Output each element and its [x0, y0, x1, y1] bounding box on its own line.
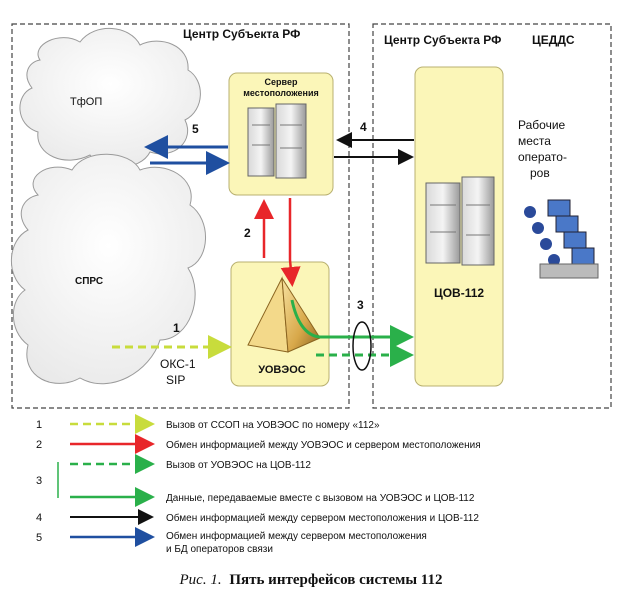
caption-title: Пять интерфейсов системы 112 — [229, 572, 442, 588]
right-region-border — [372, 23, 612, 409]
server-label-line1: Сервер — [265, 77, 298, 87]
legend-2-text: Обмен информацией между УОВЭОС и серверо… — [166, 439, 481, 451]
cloud-sprs — [11, 153, 206, 385]
legend-5-num: 5 — [36, 532, 42, 544]
cloud-tfop-label: ТфОП — [70, 96, 102, 108]
uvoeos-label: УОВЭОС — [258, 364, 305, 376]
caption-prefix: Рис. 1. — [179, 572, 222, 588]
iface3-bundle-ellipse — [352, 321, 372, 371]
iface3-label: 3 — [357, 298, 364, 312]
iface1-label: 1 — [173, 321, 180, 335]
server-label-line2: местоположения — [243, 88, 319, 98]
iface2-label: 2 — [244, 226, 251, 240]
iface1-sub2: SIP — [166, 373, 185, 387]
iface1-sub1: ОКС-1 — [160, 357, 196, 371]
right-region-title-cedds: ЦЕДДС — [532, 33, 575, 47]
iface5-label: 5 — [192, 122, 199, 136]
legend-5-text2: и БД операторов связи — [166, 544, 273, 555]
left-region-title: Центр Субъекта РФ — [183, 27, 300, 41]
right-region-title: Центр Субъекта РФ — [384, 33, 501, 47]
legend-4-text: Обмен информацией между сервером местопо… — [166, 512, 479, 524]
legend-3b-text: Данные, передаваемые вместе с вызовом на… — [166, 493, 475, 504]
legend-1-num: 1 — [36, 419, 42, 431]
legend-4-num: 4 — [36, 512, 42, 524]
location-server-icon — [247, 103, 307, 179]
cov-server-icon — [425, 176, 495, 266]
operator-workstations-icon — [524, 199, 599, 279]
workplaces-line1: Рабочие — [518, 118, 566, 132]
legend-5-text: Обмен информацией между сервером местопо… — [166, 530, 427, 542]
workplaces-line2: места — [518, 134, 551, 148]
iface2-arrow-down — [280, 198, 301, 287]
workplaces-line4: ров — [530, 166, 550, 180]
iface3-data-arrow — [290, 299, 414, 349]
cloud-sprs-label: СПРС — [75, 276, 103, 287]
legend-3-num: 3 — [36, 475, 42, 487]
left-region-border — [11, 23, 350, 409]
workplaces-line3: операто- — [518, 150, 567, 164]
legend-2-num: 2 — [36, 439, 42, 451]
legend-1-text: Вызов от ССОП на УОВЭОС по номеру «112» — [166, 420, 380, 431]
legend: 1 Вызов от ССОП на УОВЭОС по номеру «112… — [36, 414, 481, 555]
legend-3a-text: Вызов от УОВЭОС на ЦОВ-112 — [166, 460, 311, 471]
figure-caption: Рис. 1. Пять интерфейсов системы 112 — [179, 572, 443, 588]
iface4-label: 4 — [360, 120, 367, 134]
cov-112-label: ЦОВ-112 — [434, 286, 484, 300]
